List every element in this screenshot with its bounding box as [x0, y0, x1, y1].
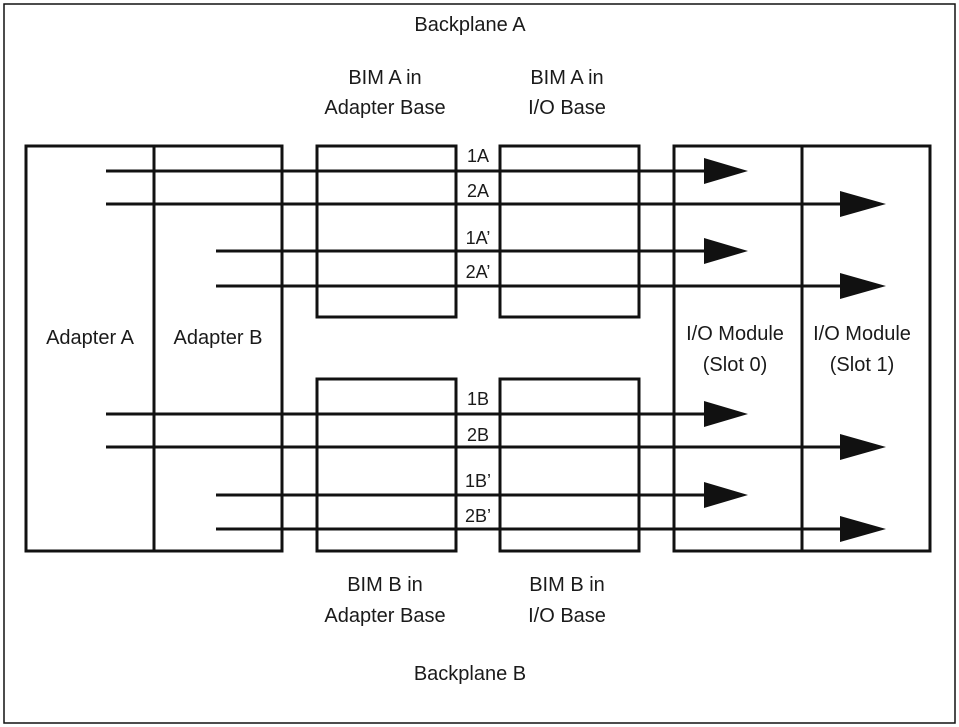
signal-2a-arrowhead [840, 191, 886, 217]
signal-2b-prime-label: 2B’ [465, 506, 491, 526]
bim-b-adapter-box [315, 377, 458, 553]
adapter-a-label: Adapter A [46, 327, 135, 349]
backplane-a-title: Backplane A [414, 14, 526, 36]
io-module-slot0-label-1: I/O Module [686, 323, 784, 345]
outer-frame [3, 3, 956, 724]
signal-1a-label: 1A [467, 146, 489, 166]
signal-1b-label: 1B [467, 389, 489, 409]
signal-1a-prime-arrowhead [704, 238, 748, 264]
signal-1a-prime-label: 1A’ [466, 228, 491, 248]
bim-b-io-label-2: I/O Base [528, 605, 606, 627]
signal-2a-label: 2A [467, 181, 489, 201]
bim-b-io-label-1: BIM B in [529, 574, 605, 596]
signal-2b-arrowhead [840, 434, 886, 460]
signal-1b-prime-label: 1B’ [465, 471, 491, 491]
io-module-slot0-box [672, 144, 804, 553]
signal-2b-prime-arrowhead [840, 516, 886, 542]
io-module-slot0-label-2: (Slot 0) [703, 354, 767, 376]
backplane-b-title: Backplane B [414, 663, 526, 685]
signal-2a-prime-arrowhead [840, 273, 886, 299]
adapter-b-label: Adapter B [174, 327, 263, 349]
signal-1b-arrowhead [704, 401, 748, 427]
signal-2a-prime-label: 2A’ [466, 262, 491, 282]
adapter-b-box [152, 144, 284, 553]
signal-1a-arrowhead [704, 158, 748, 184]
io-module-slot1-label-1: I/O Module [813, 323, 911, 345]
bim-a-adapter-label-2: Adapter Base [324, 97, 445, 119]
io-module-slot1-label-2: (Slot 1) [830, 354, 894, 376]
bim-a-io-label-2: I/O Base [528, 97, 606, 119]
bim-a-adapter-label-1: BIM A in [348, 67, 421, 89]
signal-1b-prime-arrowhead [704, 482, 748, 508]
signal-2b-label: 2B [467, 425, 489, 445]
io-module-slot1-box [800, 144, 932, 553]
bim-a-io-box [498, 144, 641, 319]
bim-b-adapter-label-2: Adapter Base [324, 605, 445, 627]
bim-b-adapter-label-1: BIM B in [347, 574, 423, 596]
bim-b-io-box [498, 377, 641, 553]
bim-a-adapter-box [315, 144, 458, 319]
bim-a-io-label-1: BIM A in [530, 67, 603, 89]
